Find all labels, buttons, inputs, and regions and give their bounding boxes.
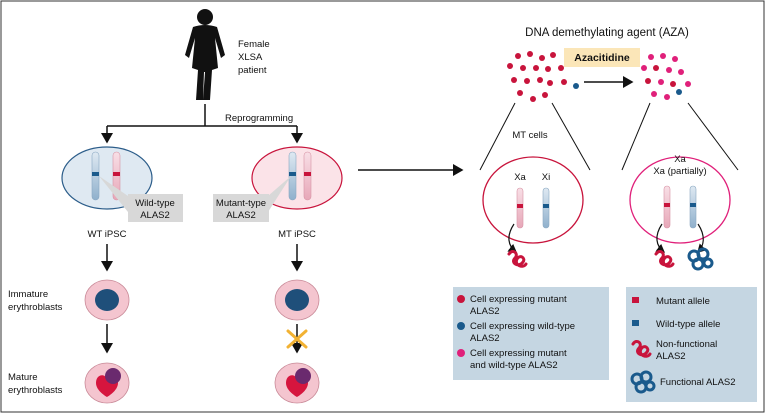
- mature-label-1: Mature: [8, 372, 38, 383]
- patient-label-3: patient: [238, 65, 267, 76]
- patient-label-2: XLSA: [238, 52, 263, 63]
- right-chromosome-blue: [689, 185, 697, 229]
- left-chromosome-pink: [516, 187, 524, 229]
- mt-callout-pointer: [268, 176, 291, 212]
- mt-callout-text-1: Mutant-type: [216, 198, 266, 209]
- legend-dot-mutant: [457, 295, 465, 303]
- legend-box-cells: [453, 287, 609, 380]
- wt-mature-cell: [84, 362, 130, 404]
- zoom-line-left-1: [479, 102, 516, 171]
- functional-protein-icon: [687, 247, 714, 271]
- legend-dot-both: [457, 349, 465, 357]
- nonfunctional-protein-icon: [654, 250, 675, 268]
- person-icon: [185, 9, 225, 100]
- xa-label-left: Xa: [514, 172, 526, 183]
- zoom-line-right-1: [621, 102, 651, 171]
- legend-mutant-allele: Mutant allele: [656, 296, 710, 307]
- left-chromosome-blue: [542, 187, 550, 229]
- zoom-line-right-2: [687, 102, 739, 171]
- mt-zoom-cell: [482, 156, 584, 244]
- mt-chromosome-blue: [288, 151, 297, 201]
- mt-cells-label: MT cells: [512, 130, 547, 141]
- treated-cell-cluster: [641, 53, 691, 100]
- legend-nonfunctional-1: Non-functional: [656, 339, 717, 350]
- azacitidine-box: [564, 48, 640, 67]
- aza-title: DNA demethylating agent (AZA): [525, 27, 689, 39]
- mt-callout-text-2: ALAS2: [226, 210, 256, 221]
- legend-wildtype-2: ALAS2: [470, 333, 500, 344]
- legend-nonfunctional-2: ALAS2: [656, 351, 686, 362]
- xa-label-right: Xa: [674, 154, 686, 165]
- mt-mature-cell: [274, 362, 320, 404]
- wt-callout-box: [128, 194, 183, 222]
- patient-label-1: Female: [238, 39, 270, 50]
- xa-partial-label: Xa (partially): [653, 166, 706, 177]
- legend-wildtype-1: Cell expressing wild-type: [470, 321, 575, 332]
- mt-chromosome-pink: [303, 151, 312, 201]
- right-expression-arrow-1: [655, 223, 665, 253]
- legend-mutant-1: Cell expressing mutant: [470, 294, 567, 305]
- wt-chromosome-blue: [91, 151, 100, 201]
- legend-functional: Functional ALAS2: [660, 377, 736, 388]
- blocked-x-icon: [286, 329, 308, 349]
- right-chromosome-pink: [663, 185, 671, 229]
- nonfunctional-protein-icon: [507, 250, 528, 268]
- mt-callout-box: [213, 194, 269, 222]
- reprogramming-label: Reprogramming: [225, 113, 293, 124]
- immature-label-2: erythroblasts: [8, 302, 63, 313]
- legend-both-1: Cell expressing mutant: [470, 348, 567, 359]
- mature-label-2: erythroblasts: [8, 385, 63, 396]
- legend-dot-wildtype: [457, 322, 465, 330]
- legend-mutant-allele-marker: [632, 297, 639, 303]
- wt-callout-pointer: [99, 176, 128, 212]
- wt-ipsc-label: WT iPSC: [88, 229, 127, 240]
- wt-immature-cell: [84, 279, 130, 321]
- legend-functional-icon: [630, 370, 656, 394]
- wt-callout-text-1: Wild-type: [135, 198, 175, 209]
- legend-wildtype-allele: Wild-type allele: [656, 319, 720, 330]
- mt-cell-cluster: [507, 51, 579, 102]
- zoom-line-left-2: [551, 102, 591, 171]
- legend-mutant-2: ALAS2: [470, 306, 500, 317]
- treated-zoom-cell: [629, 156, 731, 244]
- mt-ipsc-label: MT iPSC: [278, 229, 316, 240]
- immature-label-1: Immature: [8, 289, 48, 300]
- mt-immature-cell: [274, 279, 320, 321]
- legend-both-2: and wild-type ALAS2: [470, 360, 558, 371]
- azacitidine-label: Azacitidine: [574, 52, 630, 64]
- legend-nonfunctional-icon: [631, 340, 652, 358]
- wt-ipsc-cell: [61, 146, 153, 210]
- xi-label: Xi: [542, 172, 550, 183]
- legend-wildtype-allele-marker: [632, 320, 639, 326]
- wt-callout-text-2: ALAS2: [140, 210, 170, 221]
